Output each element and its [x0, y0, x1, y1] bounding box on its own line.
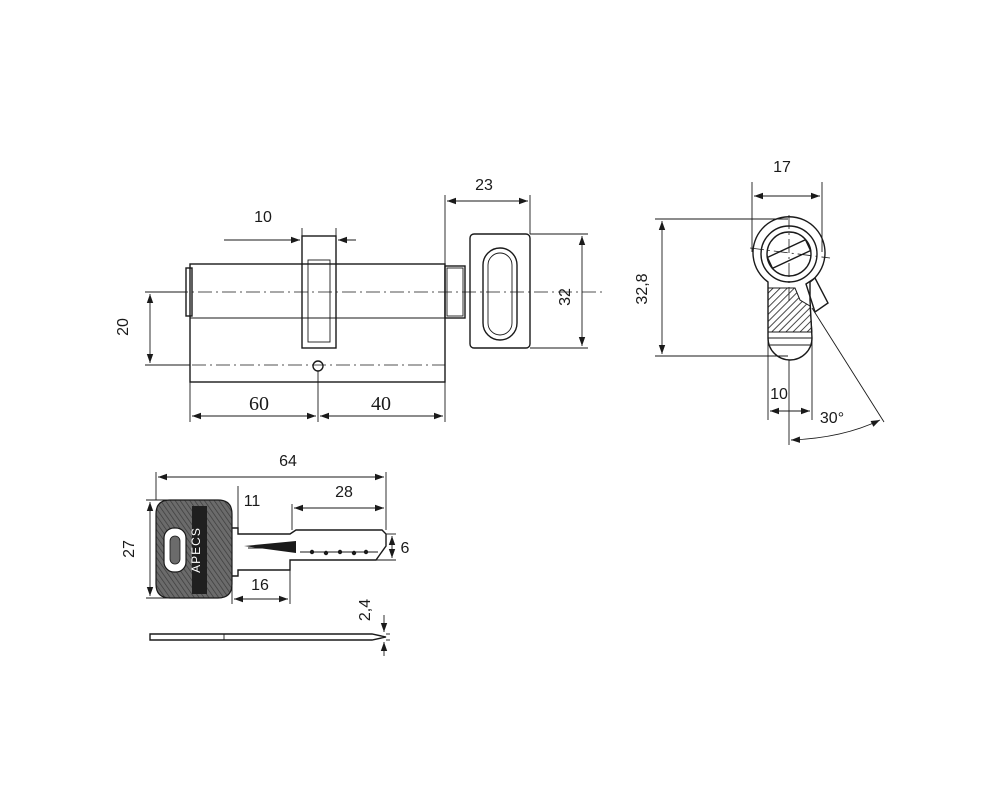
key-dimples [300, 549, 378, 556]
plug-slot [766, 238, 812, 270]
dim-key-head-height: 27 [121, 540, 138, 558]
key-blade [232, 527, 387, 577]
cylinder-side-view: 17 32,8 10 30° [634, 159, 885, 445]
cam-slot [307, 259, 331, 343]
cylinder-front-view: 10 20 60 40 23 32 [115, 177, 605, 422]
dim-key-shoulder: 11 [244, 493, 261, 510]
key-brand-strip [192, 506, 207, 594]
cam-tooth [805, 276, 829, 314]
blade-groove-fill [244, 541, 296, 553]
dim-side-bottom-width: 10 [770, 386, 788, 403]
key-ring-hole-inner [169, 535, 181, 565]
dim-angle: 30° [820, 410, 844, 427]
section-hatch [767, 287, 813, 333]
screw-hole [312, 360, 324, 372]
dim-height: 20 [115, 318, 132, 336]
dim-bow-offset: 16 [251, 577, 269, 594]
key-edge-view [149, 633, 387, 641]
knob-neck [444, 265, 466, 319]
dim-side-top-width: 17 [773, 159, 791, 176]
dim-key-length: 64 [279, 453, 297, 470]
knob-grip [482, 247, 518, 341]
key-brand: APECS [189, 527, 203, 573]
cylinder-body [189, 263, 446, 383]
key-drawing: APECS 64 27 11 28 [121, 453, 410, 656]
dim-width-left: 60 [249, 393, 269, 415]
cam [301, 235, 337, 349]
dim-blade-height: 6 [401, 540, 410, 557]
dim-key-thickness: 2,4 [357, 599, 374, 621]
dim-knob-height: 32 [557, 288, 574, 306]
knob-neck-inner [446, 267, 464, 317]
dim-width-right: 40 [371, 393, 391, 415]
dim-side-height: 32,8 [634, 273, 651, 304]
angle-arc [790, 419, 881, 443]
dim-cam-width: 10 [254, 209, 272, 226]
dim-blade-cut: 28 [335, 484, 353, 501]
knob-grip-inner [487, 252, 513, 336]
angle-ray [811, 307, 885, 423]
side-center-line [749, 247, 831, 259]
dim-knob-length: 23 [475, 177, 493, 194]
thumb-knob [469, 233, 531, 349]
